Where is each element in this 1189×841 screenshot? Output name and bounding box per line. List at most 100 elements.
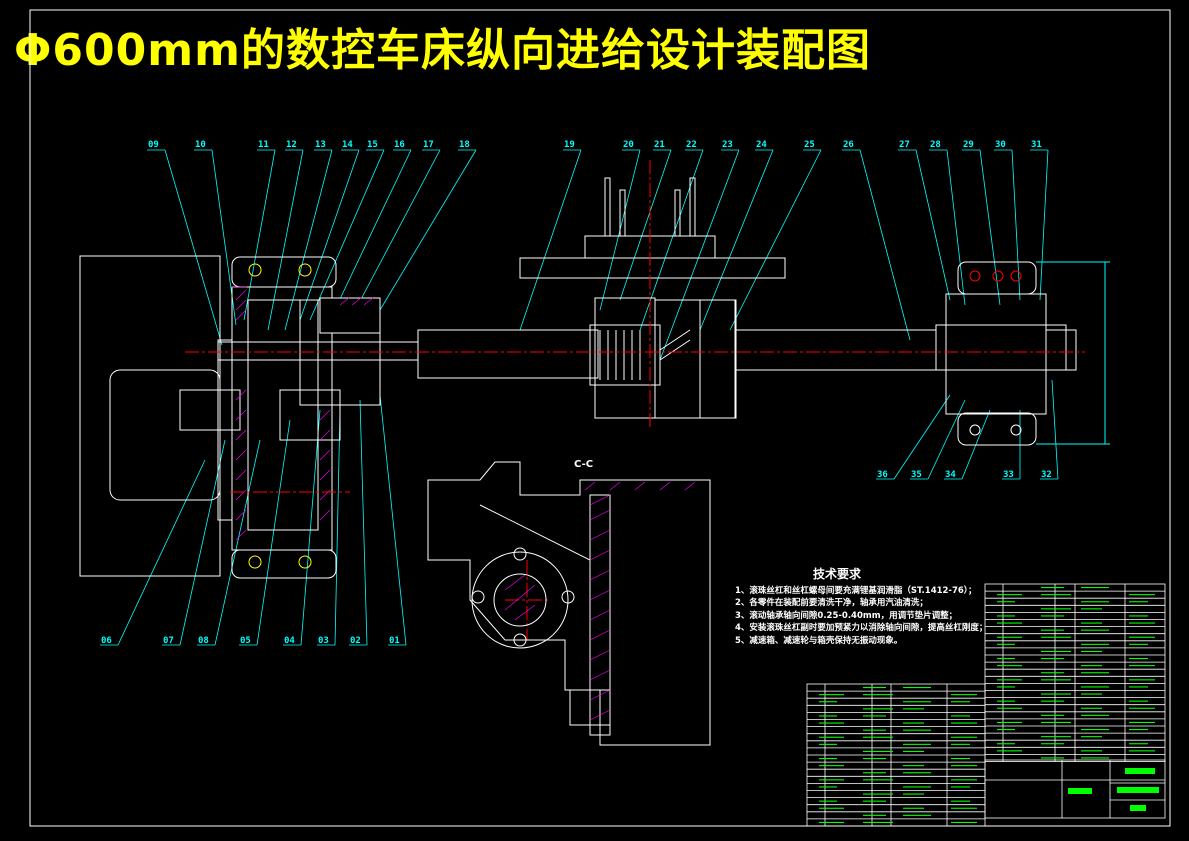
table-cell-text [997, 743, 1015, 745]
table-cell-text [1081, 672, 1109, 674]
leader-line [309, 149, 385, 321]
part-number-label: 30 [995, 140, 1006, 150]
tech-requirement-item: 2、各零件在装配前要清洗干净，轴承用汽油清洗； [735, 598, 928, 608]
table-cell-text [1129, 636, 1155, 638]
table-cell-text [819, 821, 844, 823]
part-number-label: 17 [423, 140, 434, 150]
table-cell-text [1081, 601, 1109, 603]
table-cell-text [951, 722, 977, 724]
leader-line [659, 149, 740, 361]
table-cell-text [863, 779, 893, 781]
table-cell-text [951, 736, 977, 738]
drawing-frame [29, 9, 1171, 827]
table-cell-text [863, 736, 893, 738]
part-number-label: 25 [804, 140, 815, 150]
title-block-text [1117, 787, 1159, 793]
table-cell-text [951, 800, 970, 802]
table-cell-text [997, 665, 1022, 667]
part-number-label: 28 [930, 140, 941, 150]
gearbox-view [79, 255, 381, 579]
centerlines [185, 160, 1085, 640]
table-cell-text [997, 622, 1022, 624]
part-number-label: 04 [284, 636, 295, 646]
part-number-label: 11 [258, 140, 269, 150]
table-cell-text [819, 722, 844, 724]
table-cell-text [1081, 622, 1102, 624]
leader-line [256, 419, 291, 646]
table-cell-text [863, 750, 893, 752]
table-cell-text [903, 793, 924, 795]
table-cell-text [903, 765, 924, 767]
table-cell-text [997, 700, 1015, 702]
table-cell-text [951, 758, 970, 760]
table-cell-text [1129, 721, 1155, 723]
leader-line [927, 399, 966, 480]
table-cell-text [819, 779, 844, 781]
table-cell-text [1081, 686, 1109, 688]
table-cell-text [819, 701, 837, 703]
table-cell-text [997, 679, 1022, 681]
table-cell-text [863, 793, 893, 795]
table-cell-text [863, 821, 893, 823]
table-cell-text [997, 658, 1015, 660]
table-cell-text [819, 758, 837, 760]
part-number-label: 06 [101, 636, 112, 646]
table-cell-text [1041, 636, 1071, 638]
leader-line [619, 149, 672, 301]
table-cell-text [1041, 743, 1064, 745]
part-number-label: 03 [318, 636, 329, 646]
leader-line [243, 149, 276, 321]
table-cell-text [1081, 707, 1102, 709]
leader-line [299, 149, 360, 321]
part-number-label: 18 [459, 140, 470, 150]
part-number-label: 12 [286, 140, 297, 150]
title-block-text [1125, 768, 1155, 774]
table-cell-text [1041, 700, 1064, 702]
tech-requirement-item: 3、滚动轴承轴向间隙0.25-0.40mm，用调节垫片调整； [735, 610, 958, 621]
leader-line [859, 149, 911, 341]
table-cell-text [951, 779, 977, 781]
tech-requirement-item: 1、滚珠丝杠和丝杠螺母间要充满锂基润滑脂（ST.1412-76）； [735, 585, 977, 596]
leader-line [164, 149, 223, 346]
leader-line [349, 149, 441, 321]
leader-line [729, 149, 822, 331]
table-cell-text [1041, 629, 1064, 631]
table-cell-text [819, 786, 837, 788]
table-cell-text [863, 814, 886, 816]
table-cell-text [819, 765, 844, 767]
title-block-text [1130, 805, 1146, 811]
table-cell-text [997, 601, 1015, 603]
leader-line [379, 394, 407, 646]
leader-line [915, 149, 951, 301]
table-cell-text [903, 750, 924, 752]
table-cell-text [997, 643, 1015, 645]
table-cell-text [863, 715, 886, 717]
table-cell-text [863, 758, 886, 760]
part-number-label: 21 [654, 140, 665, 150]
table-cell-text [1129, 707, 1155, 709]
table-cell-text [1041, 721, 1071, 723]
table-cell-text [903, 729, 931, 731]
part-number-label: 16 [394, 140, 405, 150]
part-number-label: 32 [1041, 470, 1052, 480]
leader-line [639, 149, 704, 331]
leader-line [519, 149, 582, 331]
part-number-label: 22 [686, 140, 697, 150]
table-cell-text [1041, 714, 1064, 716]
table-cell-text [863, 708, 893, 710]
table-cell-text [903, 701, 931, 703]
leader-line [329, 149, 412, 321]
table-cell-text [1129, 643, 1148, 645]
table-cell-text [1129, 622, 1155, 624]
table-cell-text [997, 721, 1022, 723]
tech-requirement-item: 4、安装滚珠丝杠副时要加预紧力以消除轴向间隙，提高丝杠刚度； [735, 623, 988, 633]
table-cell-text [951, 743, 970, 745]
table-cell-text [951, 786, 970, 788]
table-cell-text [1041, 757, 1064, 759]
leader-line [1051, 379, 1059, 480]
leader-line [1011, 149, 1021, 301]
tech-requirements-heading: 技术要求 [813, 567, 862, 581]
part-number-label: 24 [756, 140, 767, 150]
leader-line [334, 409, 341, 646]
part-number-label: 36 [877, 470, 888, 480]
